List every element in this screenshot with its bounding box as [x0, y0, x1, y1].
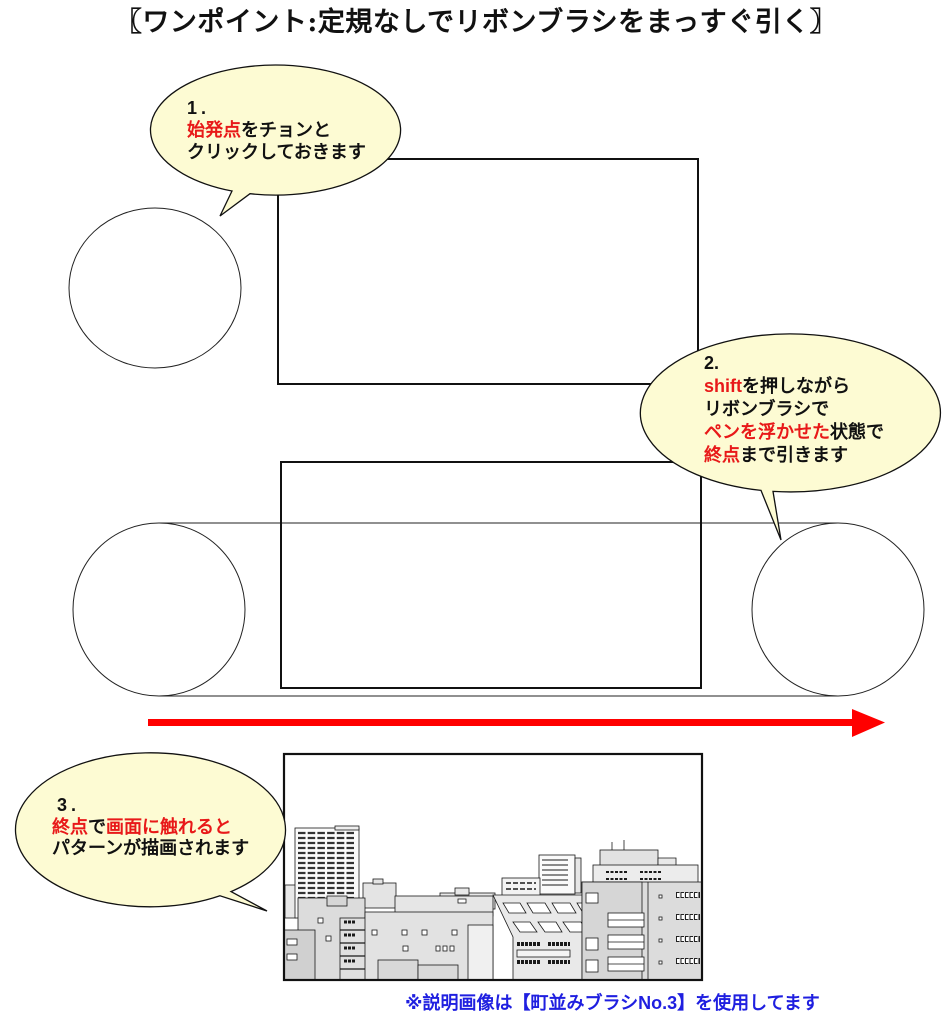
speech-bubble-step2 — [639, 333, 942, 541]
plain-text: パターンが描画されます — [52, 838, 250, 858]
speech-bubble-step1 — [149, 64, 402, 217]
instruction-line: 終点まで引きます — [704, 444, 884, 467]
step-number: 2. — [704, 353, 720, 373]
plain-text: をチョンと — [241, 120, 331, 140]
step2-instruction: 2. shiftを押しながら リボンブラシで ペンを浮かせた状態で 終点まで引き… — [704, 352, 884, 467]
instruction-line: パターンが描画されます — [52, 838, 249, 860]
panel-frame-step3 — [282, 752, 704, 982]
emphasis-text: 終点 — [704, 445, 740, 465]
plain-text: クリックしておきます — [187, 142, 366, 162]
instruction-line: ペンを浮かせた状態で — [704, 421, 884, 444]
city-skyline-illustration — [283, 825, 703, 981]
instruction-line: 終点で画面に触れると — [52, 817, 249, 839]
end-point-circle — [751, 522, 925, 697]
page-title: 〖ワンポイント:定規なしでリボンブラシをまっすぐ引く〗 — [114, 7, 838, 38]
step-number: 3. — [57, 795, 81, 815]
start-point-circle — [68, 207, 242, 369]
speech-bubble-step3 — [14, 752, 287, 912]
plain-text: まで引きます — [740, 445, 848, 465]
emphasis-text: shift — [704, 376, 742, 396]
step3-instruction: 3. 終点で画面に触れると パターンが描画されます — [52, 795, 249, 860]
emphasis-text: 画面に触れると — [106, 816, 232, 837]
instruction-line: リボンブラシで — [704, 398, 884, 421]
instruction-line: クリックしておきます — [187, 141, 366, 163]
image-source-note: ※説明画像は【町並みブラシNo.3】を使用してます — [405, 993, 820, 1013]
plain-text: 状態で — [830, 422, 884, 442]
plain-text: で — [88, 816, 106, 837]
instruction-line: shiftを押しながら — [704, 375, 884, 398]
step1-instruction: 1. 始発点をチョンと クリックしておきます — [187, 97, 366, 163]
plain-text: を押しながら — [742, 376, 850, 396]
step-number: 1. — [187, 98, 211, 118]
start-point-circle-2 — [72, 522, 246, 697]
panel-frame-step2 — [280, 461, 702, 689]
emphasis-text: 終点 — [52, 816, 88, 837]
emphasis-text: ペンを浮かせた — [704, 422, 830, 442]
emphasis-text: 始発点 — [187, 120, 241, 140]
panel-frame-step1 — [277, 158, 699, 385]
instruction-line: 始発点をチョンと — [187, 119, 366, 141]
plain-text: リボンブラシで — [704, 399, 830, 419]
direction-arrow-icon — [148, 709, 885, 737]
